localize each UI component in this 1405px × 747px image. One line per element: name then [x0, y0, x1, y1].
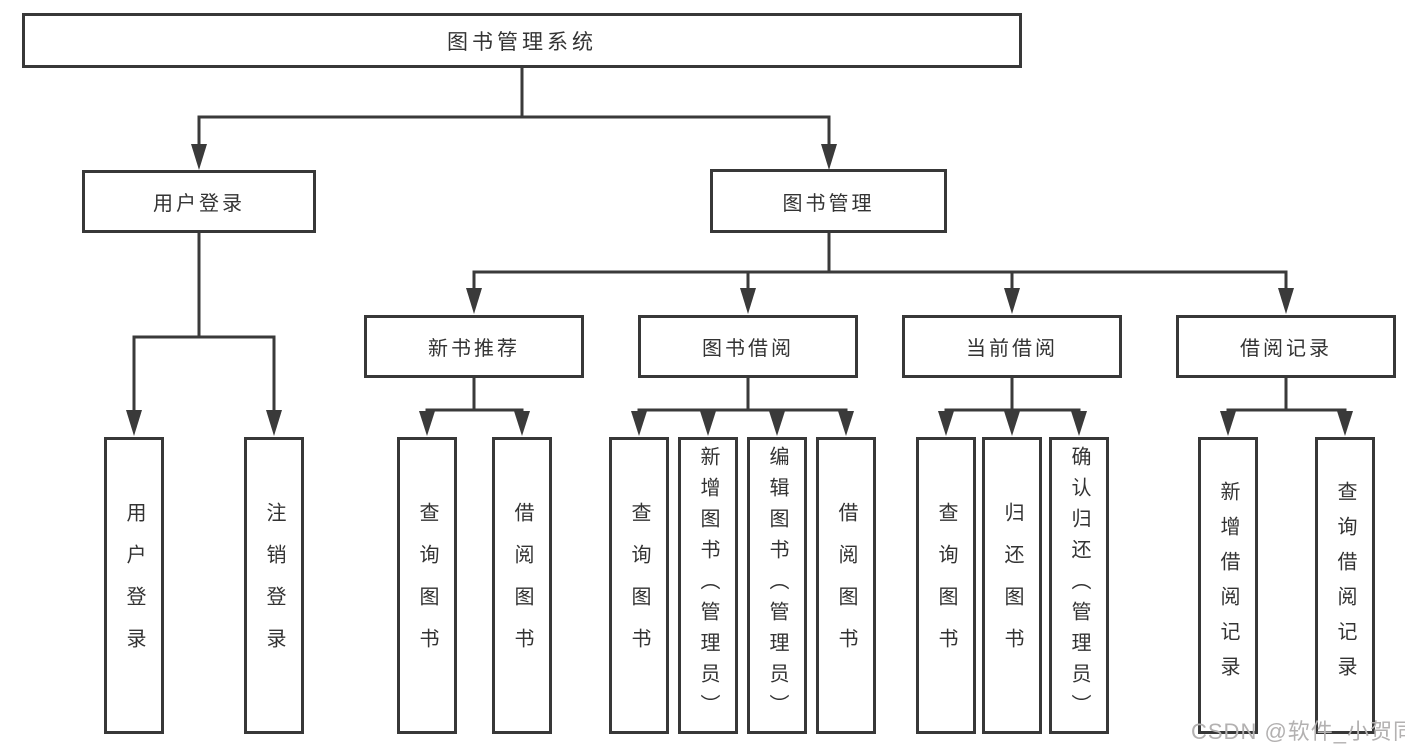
leaf-label: 新增借阅记录	[1217, 480, 1239, 691]
node-book-borrowing: 图书借阅	[638, 315, 858, 378]
node-borrowing-records: 借阅记录	[1176, 315, 1396, 378]
leaf-return-books: 归还图书	[982, 437, 1042, 734]
leaf-label: 新增图书（管理员）	[697, 446, 719, 725]
leaf-query-borrow-record: 查询借阅记录	[1315, 437, 1375, 734]
leaf-label: 确认归还（管理员）	[1068, 446, 1090, 725]
leaf-logout: 注销登录	[244, 437, 304, 734]
leaf-label: 查询图书	[416, 501, 438, 670]
leaf-add-book-admin: 新增图书（管理员）	[678, 437, 738, 734]
leaf-query-books-recommend: 查询图书	[397, 437, 457, 734]
leaf-query-books-borrowing: 查询图书	[609, 437, 669, 734]
leaf-borrow-books-recommend: 借阅图书	[492, 437, 552, 734]
leaf-label: 用户登录	[123, 501, 145, 670]
leaf-label: 借阅图书	[511, 501, 533, 670]
leaf-add-borrow-record: 新增借阅记录	[1198, 437, 1258, 734]
leaf-label: 归还图书	[1001, 501, 1023, 670]
leaf-label: 查询图书	[628, 501, 650, 670]
node-user-login: 用户登录	[82, 170, 316, 233]
leaf-label: 借阅图书	[835, 501, 857, 670]
leaf-query-books-current: 查询图书	[916, 437, 976, 734]
leaf-edit-book-admin: 编辑图书（管理员）	[747, 437, 807, 734]
node-new-book-recommend: 新书推荐	[364, 315, 584, 378]
leaf-confirm-return-admin: 确认归还（管理员）	[1049, 437, 1109, 734]
node-book-management: 图书管理	[710, 169, 947, 233]
node-root-system: 图书管理系统	[22, 13, 1022, 68]
leaf-label: 查询图书	[935, 501, 957, 670]
leaf-label: 查询借阅记录	[1334, 480, 1356, 691]
csdn-watermark: CSDN @软件_小贺同学	[1191, 719, 1405, 744]
node-current-borrowing: 当前借阅	[902, 315, 1122, 378]
leaf-label: 注销登录	[263, 501, 285, 670]
leaf-label: 编辑图书（管理员）	[766, 446, 788, 725]
leaf-user-login: 用户登录	[104, 437, 164, 734]
leaf-borrow-books-borrowing: 借阅图书	[816, 437, 876, 734]
